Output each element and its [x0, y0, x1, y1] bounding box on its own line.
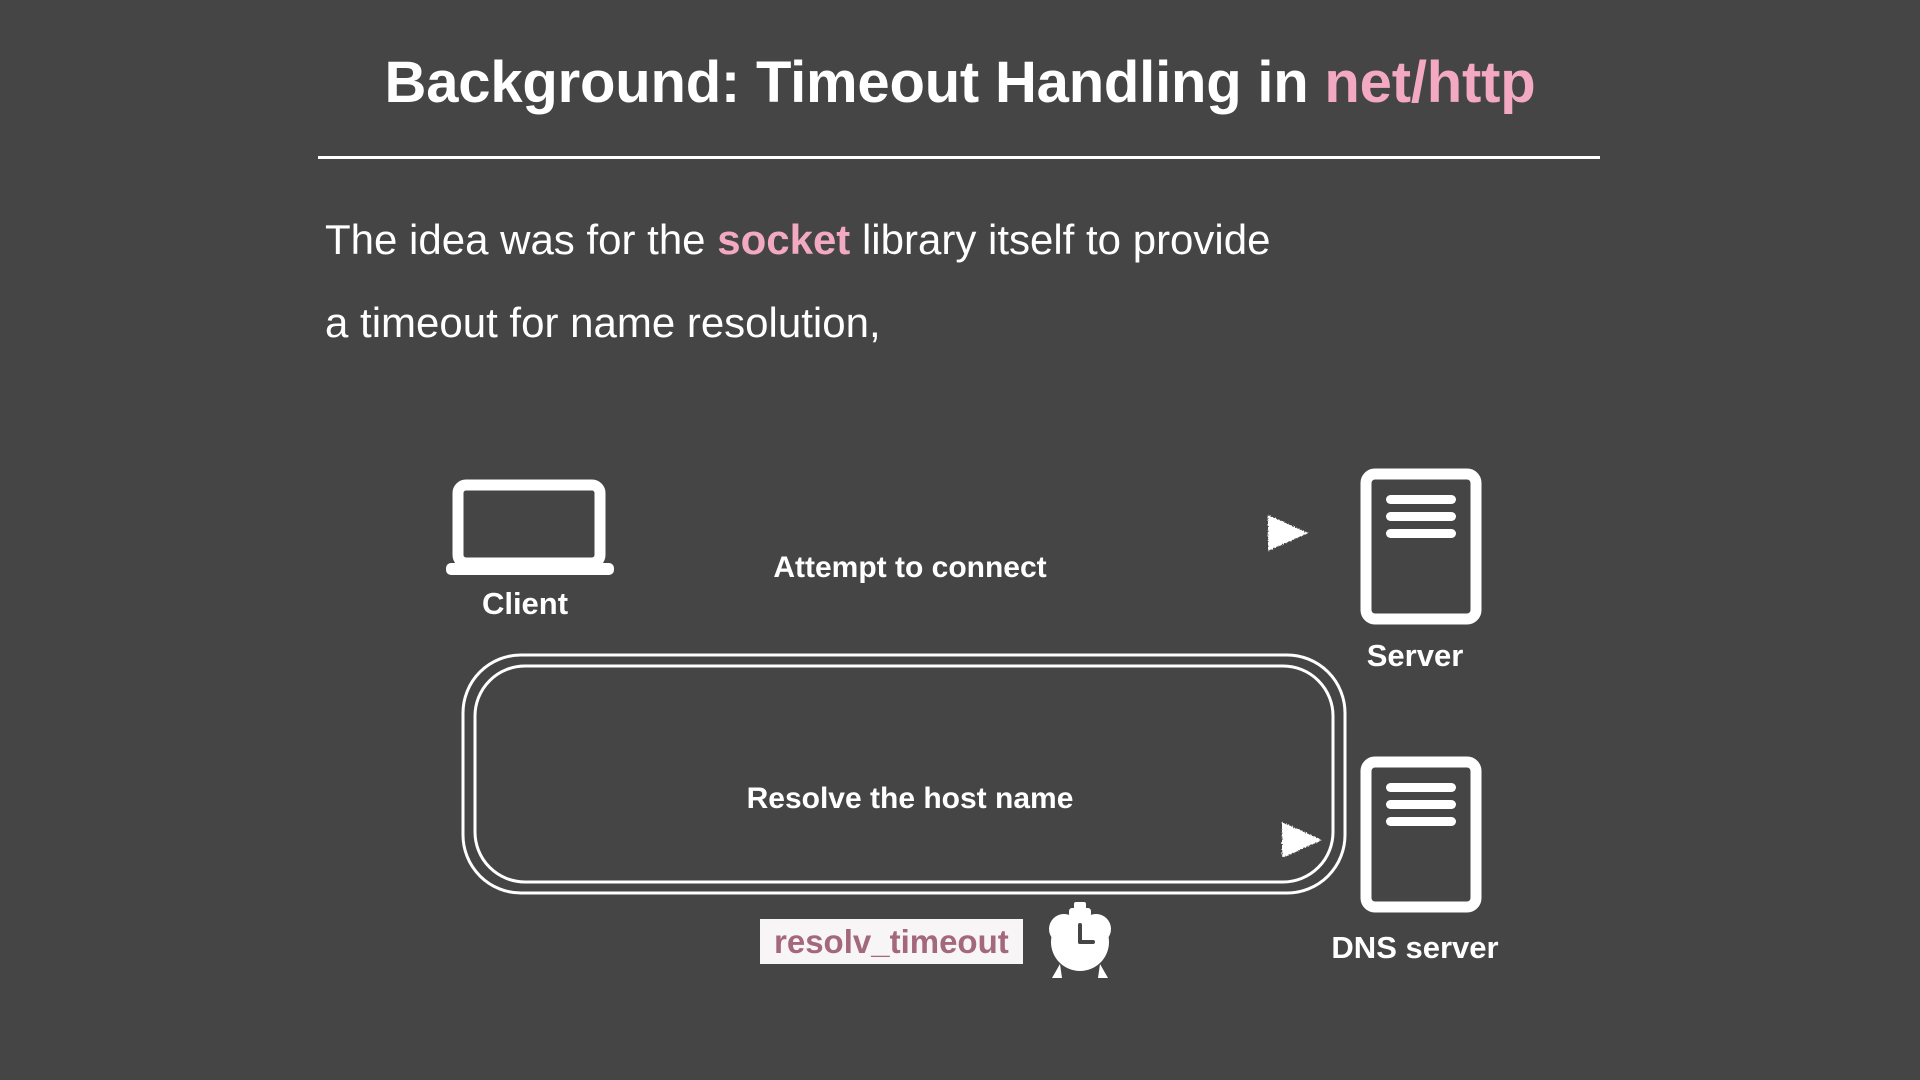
connect-arrow [655, 515, 1308, 551]
body-paragraph: The idea was for the socket library itse… [325, 198, 1625, 364]
page-title: Background: Timeout Handling in net/http [0, 50, 1920, 115]
body-line-1-accent: socket [717, 216, 851, 263]
connect-edge-label: Attempt to connect [773, 551, 1047, 584]
page-title-plain: Background: Timeout Handling in [384, 50, 1325, 115]
body-line-1: The idea was for the socket library itse… [325, 198, 1625, 281]
title-divider [318, 156, 1600, 159]
resolv-timeout-boundary [461, 653, 1347, 895]
server-label: Server [1366, 638, 1464, 673]
dns-server-label: DNS server [1331, 930, 1499, 965]
laptop-icon [446, 479, 614, 575]
dns-server-icon [1360, 756, 1482, 913]
resolve-arrow [518, 698, 1322, 858]
page-title-accent: net/http [1324, 50, 1536, 115]
resolv-timeout-chip: resolv_timeout [760, 919, 1023, 964]
server-icon [1360, 468, 1482, 625]
client-label: Client [481, 586, 569, 621]
body-line-1-suffix: library itself to provide [850, 216, 1271, 263]
resolve-edge-label: Resolve the host name [746, 782, 1074, 815]
body-line-2: a timeout for name resolution, [325, 299, 881, 346]
resolv-timeout-label: resolv_timeout [774, 923, 1009, 960]
alarm-clock-icon [1049, 902, 1111, 978]
body-line-1-prefix: The idea was for the [325, 216, 718, 263]
